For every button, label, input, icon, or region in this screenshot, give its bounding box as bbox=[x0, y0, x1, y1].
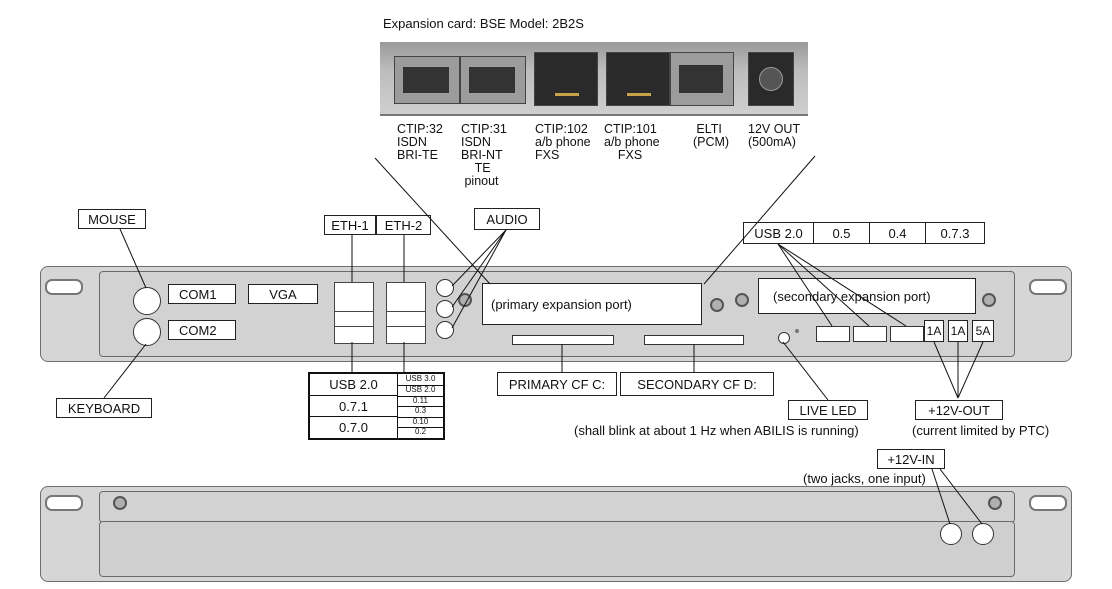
eth2-usb-stack bbox=[386, 282, 426, 344]
dc-jack-icon bbox=[748, 52, 794, 106]
out12-note: (current limited by PTC) bbox=[912, 423, 1050, 438]
rack-mount-slot bbox=[1029, 495, 1067, 511]
port-caption: 12V OUT (500mA) bbox=[748, 122, 801, 149]
usb-left-sub: USB 2.0 bbox=[398, 385, 443, 397]
com2-label: COM2 bbox=[168, 320, 236, 340]
usb-port bbox=[816, 326, 850, 342]
card-title: Expansion card: BSE Model: 2B2S bbox=[383, 16, 584, 31]
usb-right-table: USB 2.0 0.5 0.4 0.7.3 bbox=[743, 222, 985, 244]
power-jack-icon bbox=[940, 523, 962, 545]
rj45-port-icon bbox=[670, 52, 734, 106]
rack-mount-slot bbox=[45, 279, 83, 295]
usb-left-table: USB 2.0 USB 3.0 USB 2.0 0.7.1 0.11 0.3 0… bbox=[308, 372, 445, 440]
usb-left-row-sub: 0.3 bbox=[398, 406, 443, 418]
usb-right-port: 0.5 bbox=[814, 223, 870, 243]
usb-right-header: USB 2.0 bbox=[744, 223, 814, 243]
primary-expansion-port: (primary expansion port) bbox=[482, 283, 702, 325]
usb-right-port: 0.4 bbox=[870, 223, 926, 243]
rack-mount-slot bbox=[45, 495, 83, 511]
led-dot-icon bbox=[795, 329, 799, 333]
usb-port bbox=[853, 326, 887, 342]
fuse-1a: 1A bbox=[948, 320, 968, 342]
power-jack-icon bbox=[972, 523, 994, 545]
rj45-port-icon bbox=[394, 56, 460, 104]
mouse-label: MOUSE bbox=[78, 209, 146, 229]
usb-left-row-sub: 0.10 bbox=[398, 417, 443, 428]
audio-jack-icon bbox=[436, 279, 454, 297]
eth1-label: ETH-1 bbox=[324, 215, 376, 235]
usb-left-row-sub: 0.2 bbox=[414, 427, 427, 436]
expansion-card bbox=[380, 42, 808, 116]
screw-icon bbox=[982, 293, 996, 307]
audio-label: AUDIO bbox=[474, 208, 540, 230]
eth2-label: ETH-2 bbox=[376, 215, 431, 235]
live-led-label: LIVE LED bbox=[788, 400, 868, 420]
port-caption: CTIP:32 ISDN BRI-TE bbox=[397, 122, 443, 162]
port-caption: CTIP:101 a/b phone FXS bbox=[604, 122, 660, 162]
secondary-cf-label: SECONDARY CF D: bbox=[620, 372, 774, 396]
usb-left-row-main: 0.7.1 bbox=[310, 396, 398, 417]
port-caption: CTIP:31 ISDN BRI-NT TE pinout bbox=[461, 122, 507, 188]
rj45-port-icon bbox=[460, 56, 526, 104]
eth1-usb-stack bbox=[334, 282, 374, 344]
back-face-top bbox=[99, 491, 1015, 523]
usb-left-sub: USB 3.0 bbox=[398, 374, 443, 386]
primary-cf-label: PRIMARY CF C: bbox=[497, 372, 617, 396]
mouse-port-icon bbox=[133, 287, 161, 315]
fuse-5a: 5A bbox=[972, 320, 994, 342]
screw-icon bbox=[735, 293, 749, 307]
usb-left-row-sub: 0.11 bbox=[398, 396, 443, 407]
back-rack-panel bbox=[40, 486, 1072, 582]
back-face bbox=[99, 521, 1015, 577]
keyboard-port-icon bbox=[133, 318, 161, 346]
port-caption: CTIP:102 a/b phone FXS bbox=[535, 122, 591, 162]
usb-right-port: 0.7.3 bbox=[926, 223, 984, 243]
rj11-port-icon bbox=[606, 52, 670, 106]
secondary-expansion-port: (secondary expansion port) bbox=[758, 278, 976, 314]
audio-jack-icon bbox=[436, 321, 454, 339]
usb-port bbox=[890, 326, 924, 342]
rack-mount-slot bbox=[1029, 279, 1067, 295]
keyboard-label: KEYBOARD bbox=[56, 398, 152, 418]
usb-left-header: USB 2.0 bbox=[310, 374, 398, 396]
screw-icon bbox=[988, 496, 1002, 510]
port-caption: ELTI (PCM) bbox=[692, 122, 730, 149]
fuse-1a: 1A bbox=[924, 320, 944, 342]
primary-cf-slot bbox=[512, 335, 614, 345]
live-led-note: (shall blink at about 1 Hz when ABILIS i… bbox=[574, 423, 859, 438]
rj11-port-icon bbox=[534, 52, 598, 106]
out12-label: +12V-OUT bbox=[915, 400, 1003, 420]
vga-label: VGA bbox=[248, 284, 318, 304]
screw-icon bbox=[458, 293, 472, 307]
usb-left-row-main: 0.7.0 bbox=[310, 417, 398, 438]
screw-icon bbox=[710, 298, 724, 312]
screw-icon bbox=[113, 496, 127, 510]
audio-jack-icon bbox=[436, 300, 454, 318]
in12-note: (two jacks, one input) bbox=[803, 471, 926, 486]
com1-label: COM1 bbox=[168, 284, 236, 304]
in12-label: +12V-IN bbox=[877, 449, 945, 469]
